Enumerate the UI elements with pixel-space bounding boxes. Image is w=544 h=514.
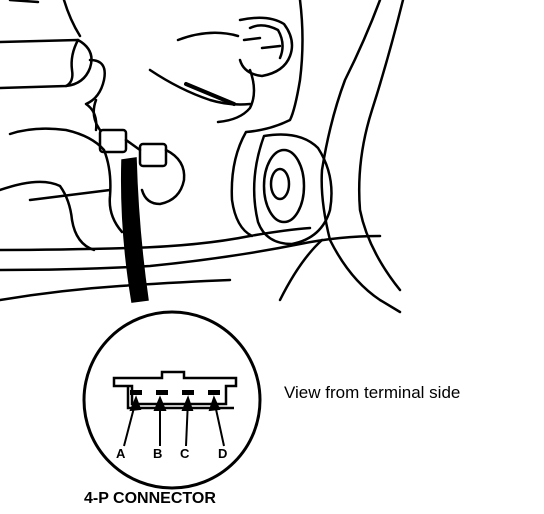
leader-pointer	[120, 157, 149, 303]
view-label: View from terminal side	[284, 383, 460, 402]
pin-label-d: D	[218, 446, 227, 461]
terminal-b	[156, 390, 168, 395]
pin-label-b: B	[153, 446, 162, 461]
connector-zoom-circle	[82, 310, 262, 490]
terminal-a	[130, 390, 142, 395]
terminal-d	[208, 390, 220, 395]
door-panel-illustration	[0, 0, 405, 314]
pin-arrows	[123, 395, 225, 447]
connector-terminals	[130, 390, 220, 395]
pin-label-c: C	[180, 446, 190, 461]
connector-housing	[112, 370, 238, 410]
terminal-c	[182, 390, 194, 395]
connector-title: 4-P CONNECTOR	[84, 490, 216, 507]
pin-label-a: A	[116, 446, 126, 461]
